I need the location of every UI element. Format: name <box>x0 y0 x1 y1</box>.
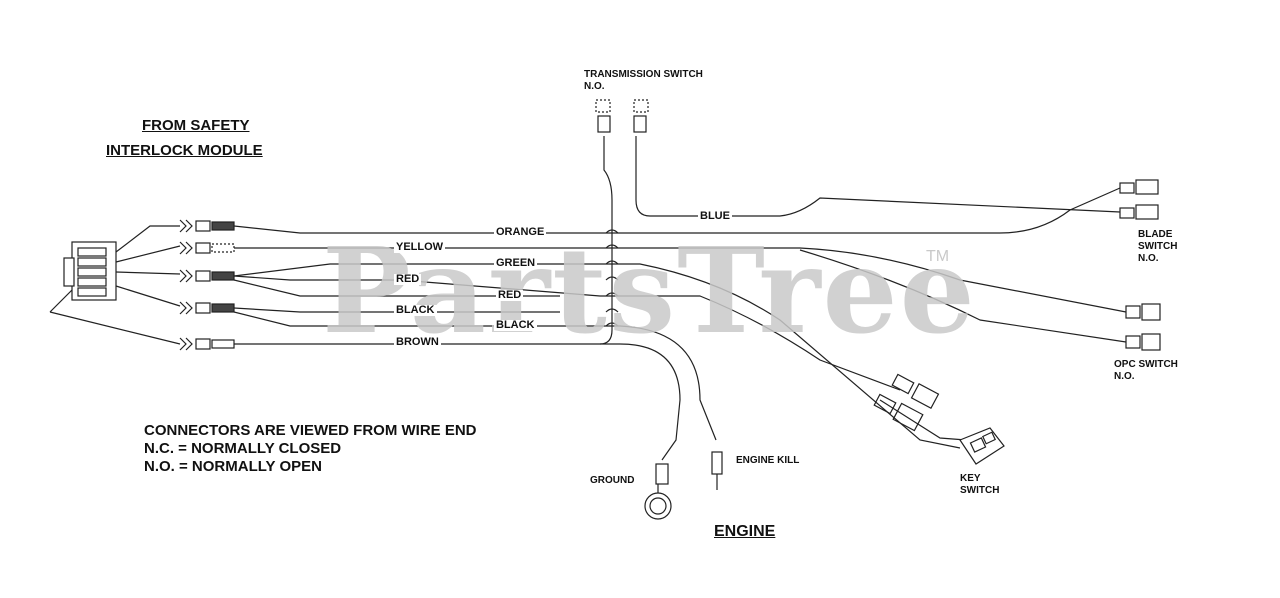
wire-brown <box>234 343 681 461</box>
wire-black-1 <box>233 307 560 313</box>
safety-heading-line2: INTERLOCK MODULE <box>106 142 263 159</box>
wire-key-2 <box>879 399 967 441</box>
wire-red-2 <box>233 279 560 297</box>
wire-label-orange: ORANGE <box>494 226 547 238</box>
wire-opc-2 <box>799 249 1127 343</box>
key-switch <box>959 427 1005 465</box>
wire-transmission <box>599 136 613 345</box>
note-line1: CONNECTORS ARE VIEWED FROM WIRE END <box>144 422 477 439</box>
opc-switch-label: OPC SWITCH <box>1114 359 1178 370</box>
engine-kill-terminal <box>711 451 723 490</box>
key-switch-label2: SWITCH <box>960 485 1000 496</box>
wire-label-brown: BROWN <box>394 336 441 348</box>
ground-ring-terminal <box>644 463 672 520</box>
transmission-switch-connector <box>595 99 649 133</box>
wire-blue <box>635 136 1121 217</box>
blade-switch-no: N.O. <box>1138 253 1159 264</box>
engine-heading: ENGINE <box>714 523 776 540</box>
opc-switch-connector <box>1125 303 1161 351</box>
wire-label-red-2: RED <box>496 289 524 301</box>
wire-orange <box>233 187 1121 234</box>
key-inline-connectors <box>873 373 940 432</box>
terminal-connector-2 <box>179 241 235 255</box>
terminal-connector-4 <box>179 301 235 315</box>
wire-red-1 <box>233 275 901 391</box>
key-switch-label1: KEY <box>960 473 981 484</box>
ground-label: GROUND <box>590 475 635 486</box>
blade-switch-label2: SWITCH <box>1138 241 1178 252</box>
wire-label-green: GREEN <box>494 257 538 269</box>
safety-heading-line1: FROM SAFETY <box>142 117 250 134</box>
note-line2: N.C. = NORMALLY CLOSED <box>144 440 342 457</box>
interlock-module-connector <box>49 225 181 345</box>
wire-green <box>233 263 961 449</box>
transmission-switch-label: TRANSMISSION SWITCH <box>584 69 703 80</box>
terminal-connector-5 <box>179 337 235 351</box>
trademark-mark: TM <box>926 248 950 265</box>
opc-switch-no: N.O. <box>1114 371 1135 382</box>
blade-switch-label1: BLADE <box>1138 229 1173 240</box>
terminal-connector-3 <box>179 269 235 283</box>
transmission-switch-no: N.O. <box>584 81 605 92</box>
wire-label-black-2: BLACK <box>494 319 537 331</box>
note-line3: N.O. = NORMALLY OPEN <box>144 458 322 475</box>
blade-switch-connector <box>1119 179 1159 220</box>
wire-label-yellow: YELLOW <box>394 241 446 253</box>
wire-label-black-1: BLACK <box>394 304 437 316</box>
terminal-connector-1 <box>179 219 235 233</box>
wire-label-blue: BLUE <box>698 210 732 222</box>
engine-kill-label: ENGINE KILL <box>736 455 800 466</box>
wire-black-2 <box>233 311 717 441</box>
wire-label-red-1: RED <box>394 273 422 285</box>
wire-yellow <box>234 247 1127 313</box>
